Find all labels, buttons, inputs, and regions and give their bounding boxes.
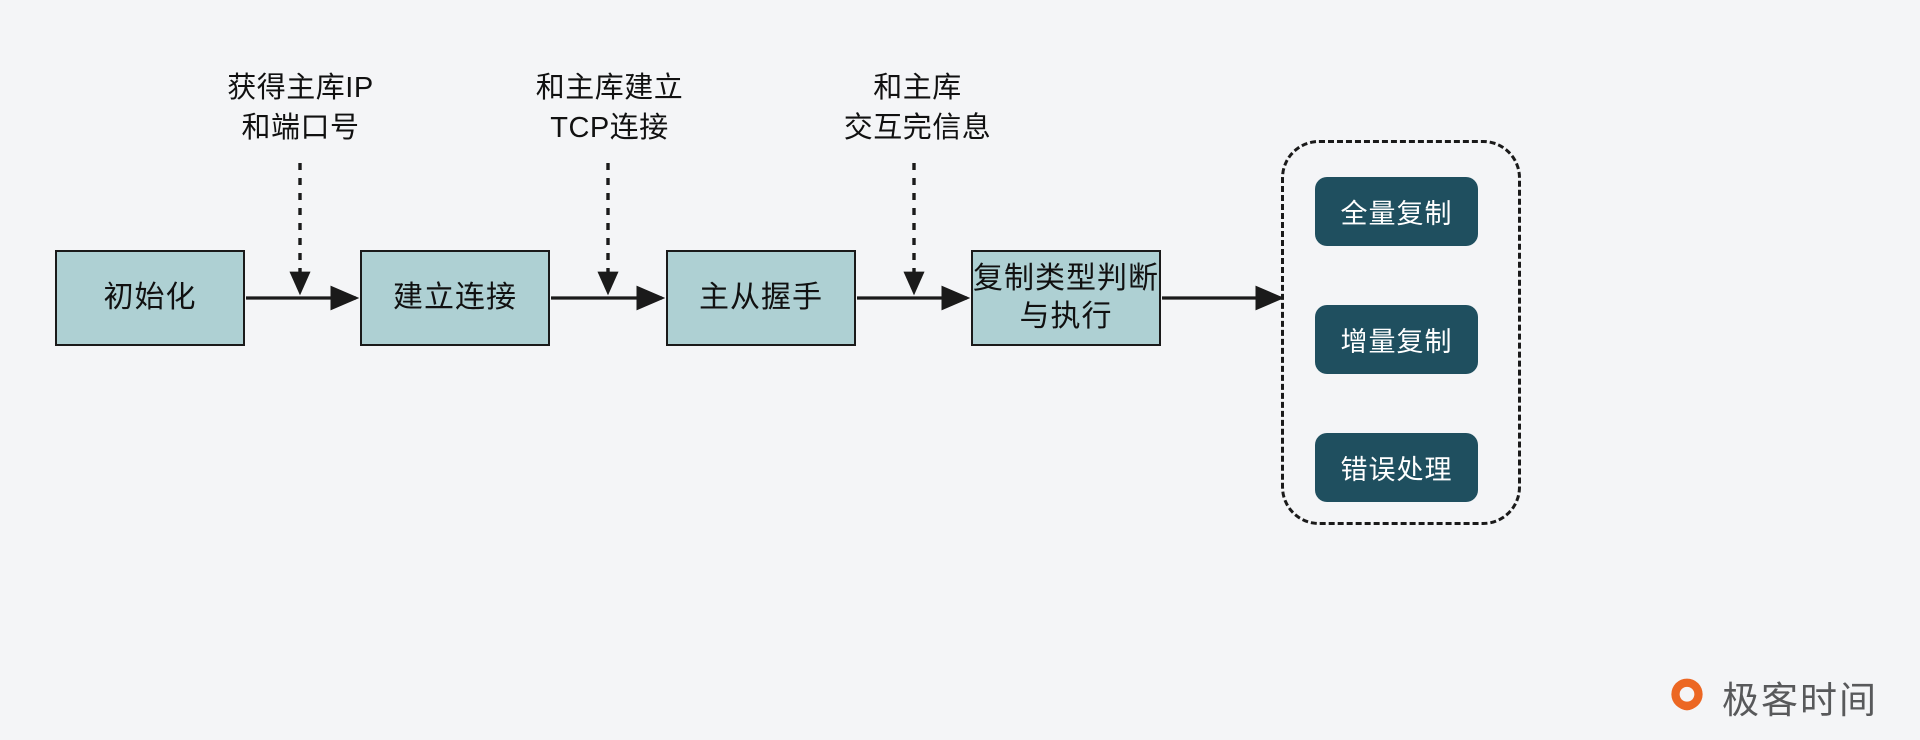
- edge-label-get-master-ip: 获得主库IP 和端口号: [227, 72, 374, 145]
- edge-label-exchange-info: 和主库 交互完信息: [843, 72, 992, 145]
- edge-label-tcp-connect: 和主库建立 TCP连接: [535, 72, 684, 145]
- watermark-text: 极客时间: [1722, 680, 1878, 721]
- stage-box-replication-type-decision[interactable]: 复制类型判断 与执行: [971, 250, 1161, 346]
- watermark: 极客时间: [1664, 670, 1878, 724]
- option-chip-error-handling[interactable]: 错误处理: [1315, 433, 1478, 502]
- option-chip-full-sync[interactable]: 全量复制: [1315, 177, 1478, 246]
- stage-box-establish-connection[interactable]: 建立连接: [360, 250, 550, 346]
- geektime-logo-icon: [1671, 678, 1703, 711]
- option-chip-partial-sync[interactable]: 增量复制: [1315, 305, 1478, 374]
- replication-outcomes-group: [1281, 140, 1521, 525]
- stage-box-master-slave-handshake[interactable]: 主从握手: [666, 250, 856, 346]
- stage-box-init[interactable]: 初始化: [55, 250, 245, 346]
